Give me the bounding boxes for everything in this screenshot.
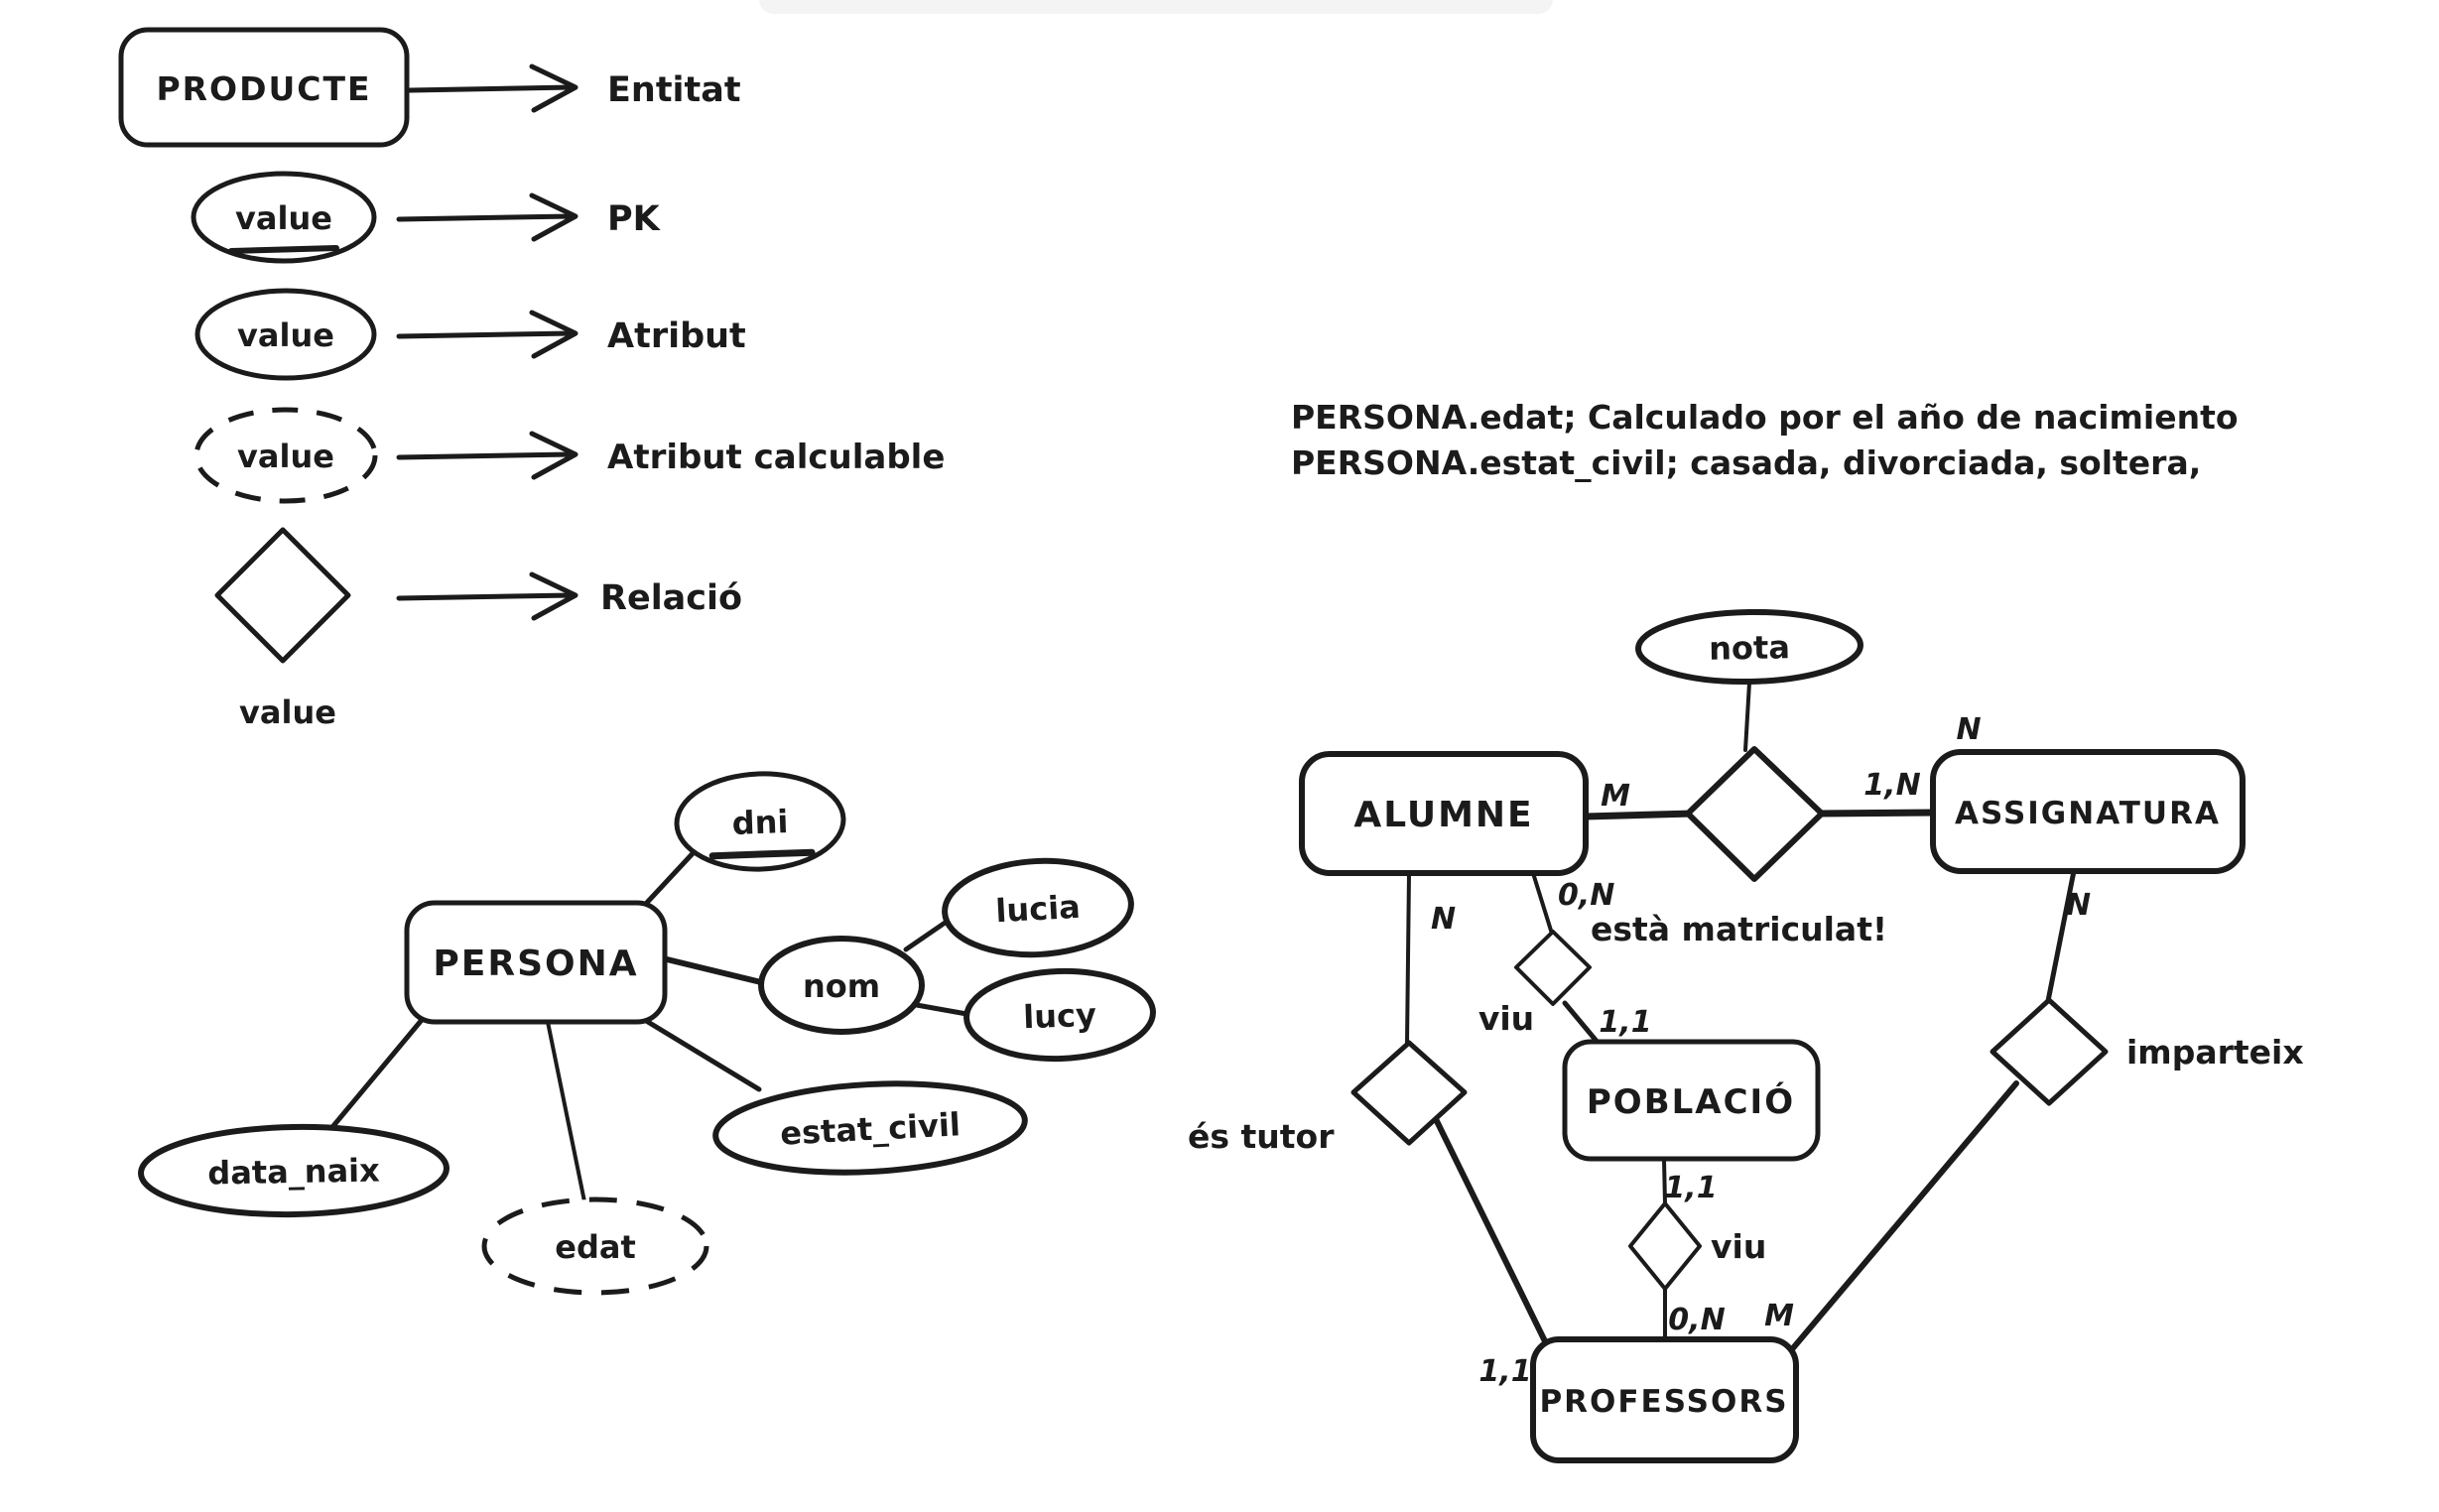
card-viu-professors: 0,N bbox=[1668, 1303, 1725, 1337]
legend-calculable-arrow bbox=[396, 431, 578, 480]
attribute-dni bbox=[674, 771, 846, 872]
card-viu-poblacio: 1,1 bbox=[1599, 1005, 1651, 1040]
relation-viu1-label: viu bbox=[1478, 999, 1534, 1038]
card-alumne-matricula: M bbox=[1601, 779, 1630, 814]
connector-line bbox=[640, 846, 700, 910]
relation-imparteix-diamond bbox=[1990, 997, 2109, 1106]
card-poblacio-viu: 1,1 bbox=[1664, 1171, 1717, 1205]
school-diagram: nota ALUMNE ASSIGNATURA POBLACIÓ PROFESS… bbox=[1188, 608, 2304, 1463]
legend-pk-ellipse bbox=[191, 171, 377, 264]
attribute-edat-label: edat bbox=[555, 1228, 636, 1266]
entity-poblacio-label: POBLACIÓ bbox=[1587, 1081, 1795, 1122]
legend-entity-box-label: PRODUCTE bbox=[156, 69, 371, 108]
legend-relation-arrow bbox=[396, 571, 578, 621]
attribute-dni-underline bbox=[708, 848, 816, 860]
legend-attribute-arrow bbox=[396, 310, 578, 359]
relation-viu2-label: viu bbox=[1711, 1227, 1766, 1266]
connector-line bbox=[1789, 1080, 2019, 1352]
entity-persona-label: PERSONA bbox=[433, 944, 638, 984]
connector-line bbox=[2045, 868, 2077, 1004]
relation-tutor-label: és tutor bbox=[1188, 1117, 1335, 1156]
legend-pk-value: value bbox=[235, 199, 332, 237]
connector-line bbox=[1815, 809, 1939, 818]
persona-diagram: PERSONA dni nom lucia lucy estat_civil d… bbox=[138, 771, 1156, 1296]
connector-line bbox=[660, 955, 772, 987]
entity-professors-label: PROFESSORS bbox=[1539, 1384, 1788, 1420]
attribute-nota bbox=[1635, 608, 1863, 686]
legend-pk-arrow bbox=[396, 192, 578, 242]
connector-line bbox=[640, 1016, 762, 1092]
legend-relation-label: Relació bbox=[600, 578, 742, 618]
relation-viu2-diamond bbox=[1628, 1201, 1702, 1291]
relation-tutor-diamond bbox=[1350, 1040, 1468, 1146]
relation-matricula-label: està matriculat! bbox=[1591, 910, 1887, 948]
legend-relation-diamond bbox=[214, 527, 351, 664]
legend-attribute-ellipse bbox=[194, 288, 377, 381]
school-connectors bbox=[1405, 681, 2077, 1352]
card-alumne-tutor: N bbox=[1431, 902, 1456, 937]
attribute-data-naix bbox=[138, 1123, 449, 1218]
value-lucy-label: lucy bbox=[1023, 996, 1097, 1037]
connector-line bbox=[324, 1017, 425, 1136]
attribute-dni-label: dni bbox=[731, 803, 789, 842]
connector-line bbox=[546, 1020, 586, 1203]
attribute-data-naix-label: data_naix bbox=[207, 1151, 380, 1192]
entity-alumne bbox=[1299, 751, 1589, 876]
connector-line bbox=[1531, 871, 1554, 936]
value-lucy bbox=[963, 967, 1156, 1063]
connector-line bbox=[1433, 1116, 1551, 1350]
legend-calculable-value: value bbox=[237, 438, 334, 475]
toolbar-shadow bbox=[759, 0, 1553, 14]
attribute-nom-label: nom bbox=[803, 967, 880, 1005]
value-lucia bbox=[942, 857, 1134, 958]
legend-relation-caption: value bbox=[239, 693, 336, 731]
legend-pk-label: PK bbox=[607, 199, 662, 239]
connector-line bbox=[1743, 681, 1751, 752]
connector-line bbox=[1405, 871, 1411, 1046]
relation-imparteix-label: imparteix bbox=[2126, 1033, 2304, 1071]
legend-entity-box bbox=[118, 27, 410, 148]
card-alumne-viu: 0,N bbox=[1558, 878, 1614, 913]
legend-pk-underline bbox=[228, 245, 339, 254]
entity-professors bbox=[1530, 1336, 1799, 1463]
card-matricula-assignatura: 1,N bbox=[1863, 768, 1920, 803]
card-imparteix-professors: M bbox=[1764, 1299, 1794, 1333]
connector-line bbox=[1562, 1000, 1603, 1048]
entity-poblacio bbox=[1562, 1039, 1821, 1162]
attribute-nom bbox=[758, 936, 925, 1035]
attribute-nota-label: nota bbox=[1709, 628, 1790, 667]
legend-calculable-label: Atribut calculable bbox=[607, 438, 945, 477]
connector-line bbox=[908, 1001, 975, 1018]
card-assignatura-top: N bbox=[1956, 712, 1981, 747]
legend-entity-label: Entitat bbox=[607, 70, 741, 110]
legend-attribute-value: value bbox=[237, 316, 334, 354]
attribute-estat-civil bbox=[712, 1080, 1028, 1176]
legend-attribute-label: Atribut bbox=[607, 316, 746, 356]
entity-alumne-label: ALUMNE bbox=[1353, 795, 1533, 835]
legend-entity-arrow bbox=[407, 63, 578, 113]
attribute-edat bbox=[481, 1197, 709, 1296]
persona-connectors bbox=[324, 846, 975, 1203]
entity-assignatura bbox=[1930, 749, 2246, 874]
card-assignatura-imparteix: N bbox=[2066, 888, 2091, 923]
attribute-estat-civil-label: estat_civil bbox=[779, 1105, 961, 1152]
connector-line bbox=[1662, 1158, 1667, 1205]
entity-persona bbox=[404, 900, 668, 1025]
connector-line bbox=[1582, 810, 1697, 820]
relation-viu1-diamond bbox=[1514, 930, 1592, 1006]
value-lucia-label: lucia bbox=[994, 888, 1081, 930]
edat-note: PERSONA.edat; Calculado por el año de na… bbox=[1291, 398, 2239, 437]
estat-civil-note: PERSONA.estat_civil; casada, divorciada,… bbox=[1291, 443, 2201, 482]
annotations-block: PERSONA.edat; Calculado por el año de na… bbox=[1291, 398, 2239, 482]
relation-matricula-diamond bbox=[1685, 746, 1825, 882]
legend: PRODUCTE Entitat value PK value Atribut … bbox=[118, 27, 945, 731]
legend-calculable-ellipse bbox=[193, 407, 378, 504]
card-professors-tutor: 1,1 bbox=[1478, 1354, 1531, 1389]
entity-assignatura-label: ASSIGNATURA bbox=[1955, 796, 2221, 831]
